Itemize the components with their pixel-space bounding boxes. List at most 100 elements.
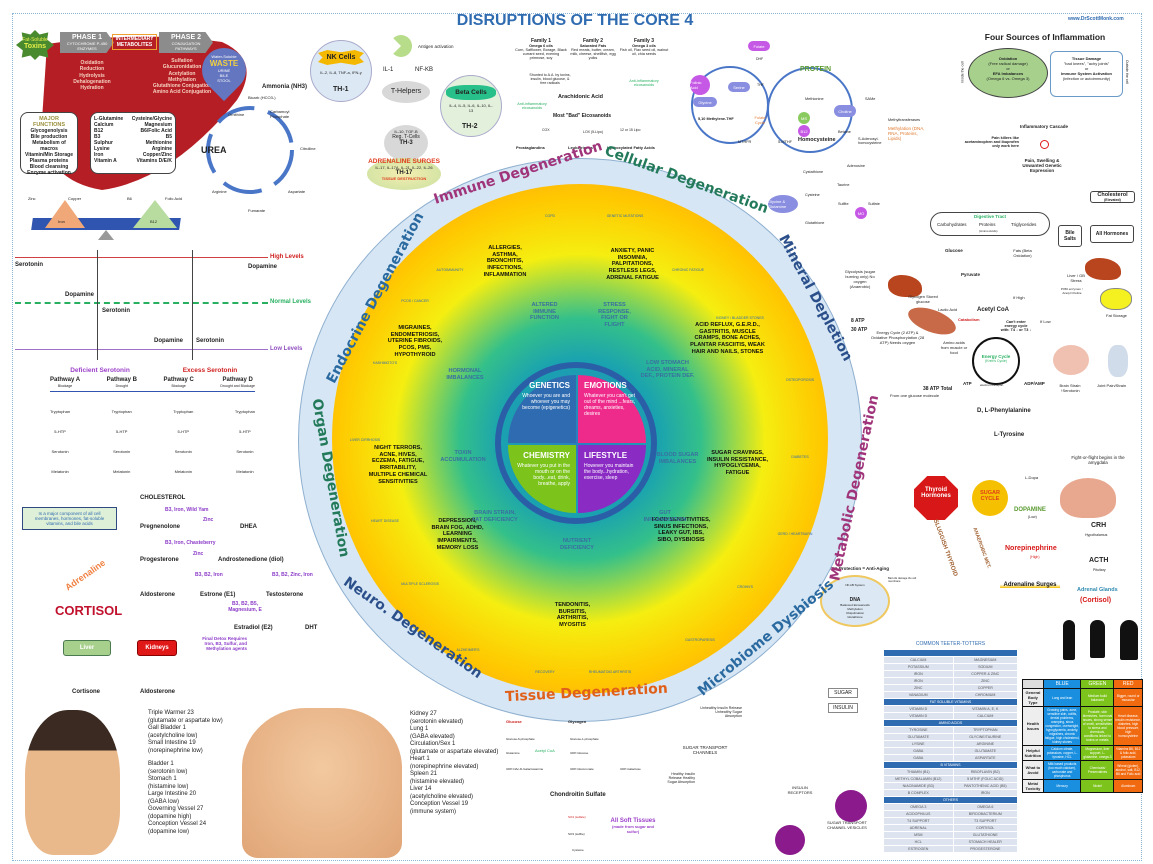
chondroitin-sulfate: Chondroitin Sulfate [550, 792, 606, 798]
teeter-cell: VITAMIN D [883, 705, 954, 713]
teeter-cell: ASPARTATE [952, 754, 1019, 762]
cortisol-label: CORTISOL [55, 603, 123, 618]
chondro-so3: SO3 (sulfite) [568, 832, 585, 836]
inner-toxin-accumulation: TOXIN ACCUMULATION [440, 450, 486, 463]
atp-label: ATP [963, 381, 972, 386]
inner-nutrient-deficiency: NUTRIENT DEFICIENCY [560, 538, 594, 551]
hydroxylated-fatty-acids: Hydroxylated Fatty Acids [607, 145, 655, 150]
catabolism: Catabolism [958, 317, 980, 322]
atp-total-sub: From one glucose molecule [890, 393, 940, 398]
face-illustration [25, 710, 120, 855]
thyroid-octagon: Thyroid Hormones [914, 476, 958, 520]
serine-node: Serine [728, 82, 750, 92]
mo-node: MO [855, 207, 867, 219]
chondro-g1p: Glucose-1-phosphate [570, 737, 599, 741]
bile-salts-box: Bile Salts [1058, 225, 1082, 247]
urea-cycle-arrows [206, 106, 294, 194]
methionine-label: Methionine [805, 97, 824, 101]
nfkb-label: NF-KB [415, 67, 433, 73]
beta-cells-label: Beta Cells [446, 85, 496, 100]
cofactor-5: B3, B2, B5, Magnesium, E [228, 601, 262, 613]
norepinephrine-label: Norepinephrine [1005, 545, 1057, 552]
arachidonic-acid: Arachidonic Acid [558, 94, 604, 100]
icon-kidney-stones: KIDNEY / BLADDER STONES [716, 316, 764, 320]
teeter-cell: NIACINAMIDE (B3) [883, 782, 954, 790]
cholesterol-label: CHOLESTEROL [140, 495, 186, 501]
cholesterol-box: Cholesterol(Elevated) [1090, 191, 1135, 203]
website-link[interactable]: www.DrScottMonk.com [1068, 16, 1124, 22]
teeter-cell: TYROSINE [883, 726, 954, 734]
adenosine-label: Adenosine [847, 164, 865, 168]
adrenal-glands: Adrenal Glands [1077, 587, 1118, 593]
norepinephrine-sub: (High) [1030, 555, 1040, 559]
silhouette-red [1119, 620, 1138, 660]
dopamine-sub: (Low) [1028, 515, 1037, 519]
chondro-glycogen: Glycogen [568, 719, 587, 724]
inner-hormonal-imbalances: HORMONAL IMBALANCES [446, 368, 484, 381]
icon-copd: COPD [544, 214, 556, 218]
teeter-title: COMMON TEETER-TOTTERS [915, 641, 986, 647]
bodytype-cell: Heart disease, insulin resistance, diabe… [1113, 706, 1143, 746]
cortisone: Cortisone [72, 689, 101, 695]
glutathione-label: Glutathione [805, 221, 825, 225]
urea-title: UREA [201, 145, 227, 155]
methylation-output: Methylation (DNA, RNA, Proteins, Lipids) [888, 126, 925, 141]
icon-rheumatoid: RHEUMATOID ARTHRITIS [588, 670, 632, 674]
teeter-cell: STOMACH HEALER [952, 838, 1019, 846]
homocysteine-label: Homocysteine [798, 137, 836, 143]
glycine-node: Glycine [693, 97, 717, 107]
intermediary-metabolites: INTERMEDIARY METABOLITES [112, 34, 157, 50]
hypothalamus: Hypothalamus [1085, 533, 1108, 537]
fats-node: Fats (Beta Oxidation) [1013, 248, 1032, 258]
transport-channels: SUGAR TRANSPORT CHANNELS [682, 745, 728, 755]
teeter-row: THIAMIN (B1)RIBOFLAVIN (B2) [883, 768, 1019, 776]
bodytype-cell: Chemicals/ Preservatives [1080, 760, 1115, 780]
folate-cycle-label: Folate Cycle [754, 115, 766, 125]
glycine-glutamine-node: Glycine & Glutamine [768, 195, 798, 213]
inflammatory-cascade: Inflammatory Cascade [1020, 124, 1069, 129]
digestive-tract: Digestive Tract Carbohydrates Proteins (… [930, 212, 1050, 236]
low-levels-label: Low Levels [270, 346, 303, 352]
teeter-section-header: B VITAMINS [883, 761, 1018, 769]
bodytype-cell: Mercury [1042, 779, 1082, 793]
choline-node: Choline [834, 105, 856, 117]
icon-alzheimers: ALZHEIMER'S [456, 648, 480, 652]
lox-label: LOX (5-Lipo) [583, 130, 604, 134]
icon-autoimmunity: AUTOIMMUNITY [436, 268, 464, 272]
teeter-cell: SODIUM [952, 663, 1019, 671]
bodytype-cell: Nickel [1080, 779, 1115, 793]
bodytype-row-label: Health Issues [1022, 706, 1044, 746]
bodytype-row-label: What to Avoid [1022, 760, 1044, 780]
l-tyrosine: L-Tyrosine [994, 432, 1025, 438]
dopamine-low: Dopamine [154, 338, 184, 344]
adrenaline-surges-flames: Adrenaline Surges [1000, 582, 1060, 588]
cystathione-label: Cystathione [803, 170, 824, 174]
teeter-cell: GLUTAMATE [952, 747, 1019, 755]
divider-2 [192, 250, 193, 360]
core-ring [495, 362, 657, 524]
body-silhouettes [1055, 620, 1145, 660]
cofactor-4: B3, B2, Zinc, Iron [272, 572, 313, 578]
seesaw-zinc: Zinc [28, 196, 36, 201]
bodytype-cell: Wheat (gluten), alcohol, salt, B12, B6 a… [1113, 760, 1143, 780]
teeter-cell: T3 SUPPORT [952, 817, 1019, 825]
teeter-cell: IRON [952, 789, 1019, 797]
face-points-list: Triple Warmer 23(glutamate or aspartate … [148, 710, 223, 835]
cofactor-2: B3, Iron, Chasteberry [165, 540, 216, 546]
bodytype-cell: Prostate, skin blemishes, hormonal issue… [1080, 706, 1115, 746]
cholesterol-note: Is a major component of all cell membran… [22, 507, 117, 530]
